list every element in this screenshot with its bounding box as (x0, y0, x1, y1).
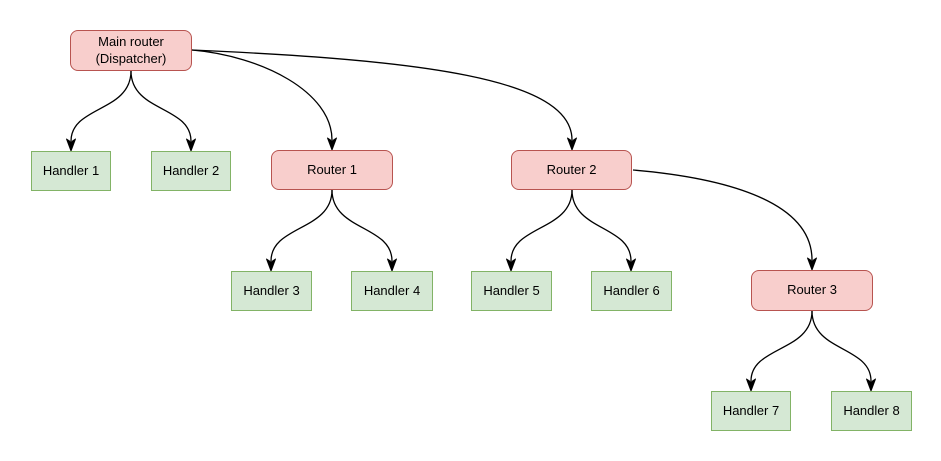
node-handler-5-label: Handler 5 (483, 282, 540, 298)
edge-main-to-router2 (191, 49, 577, 151)
node-router-1-label: Router 1 (307, 161, 357, 177)
edge-router3-to-handler8 (811, 310, 876, 392)
node-handler-5: Handler 5 (471, 271, 552, 311)
node-router-2: Router 2 (511, 150, 632, 190)
node-handler-1-label: Handler 1 (42, 162, 100, 178)
node-handler-3-label: Handler 3 (243, 282, 300, 298)
node-handler-2-label: Handler 2 (162, 162, 220, 178)
edge-router2-to-router3 (632, 169, 817, 271)
node-router-1: Router 1 (271, 150, 393, 190)
edge-router1-to-handler4 (331, 189, 397, 272)
edge-main-to-router1 (191, 49, 337, 151)
edge-router2-to-handler5 (506, 189, 573, 272)
edge-main-to-handler2 (130, 70, 196, 152)
node-handler-6-label: Handler 6 (603, 282, 660, 298)
node-handler-6: Handler 6 (591, 271, 672, 311)
node-handler-8-label: Handler 8 (843, 402, 900, 418)
node-router-2-label: Router 2 (546, 161, 597, 177)
node-handler-7-label: Handler 7 (722, 402, 780, 418)
node-handler-7: Handler 7 (711, 391, 791, 431)
node-handler-4: Handler 4 (351, 271, 433, 311)
node-router-3: Router 3 (751, 270, 873, 311)
node-handler-1: Handler 1 (31, 151, 111, 191)
node-handler-8: Handler 8 (831, 391, 912, 431)
edge-router3-to-handler7 (746, 310, 813, 392)
edge-router2-to-handler6 (571, 189, 636, 272)
node-handler-4-label: Handler 4 (363, 282, 421, 298)
node-handler-3: Handler 3 (231, 271, 312, 311)
edge-router1-to-handler3 (266, 189, 333, 272)
node-main-router: Main router (Dispatcher) (70, 30, 192, 71)
edge-main-to-handler1 (66, 70, 132, 152)
node-handler-2: Handler 2 (151, 151, 231, 191)
node-main-router-label: Main router (Dispatcher) (95, 34, 167, 66)
node-router-3-label: Router 3 (787, 282, 837, 298)
